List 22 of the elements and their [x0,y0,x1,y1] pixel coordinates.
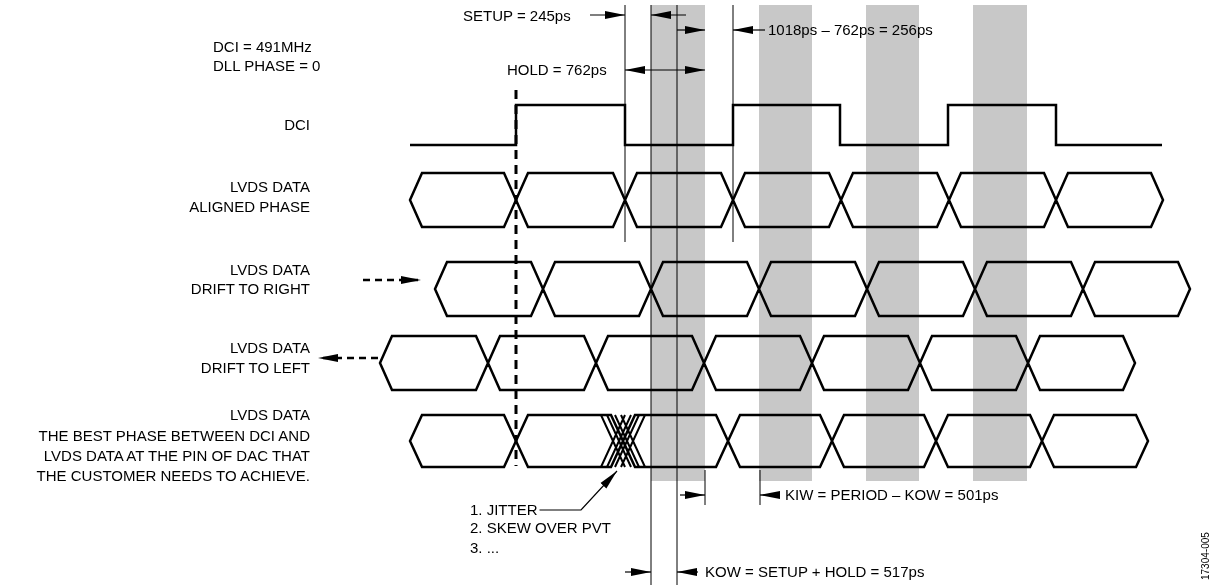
label-text: HOLD = 762ps [507,61,607,79]
label-text: DRIFT TO RIGHT [190,280,310,298]
label-text: 1018ps – 762ps = 256ps [768,21,933,39]
label-text: 3. ... [470,539,500,557]
leader-line [538,470,618,511]
label-text: LVDS DATA [229,339,310,357]
label-text: SETUP = 245ps [463,7,571,25]
label-text: ALIGNED PHASE [189,198,310,216]
label-text: LVDS DATA [229,178,310,196]
figure-number: 17304-005 [1200,532,1212,580]
label-text: DLL PHASE = 0 [213,57,321,75]
label-text: KIW = PERIOD – KOW = 501ps [785,486,999,504]
label-text: 2. SKEW OVER PVT [470,519,611,537]
jitter-crossing-drawing [600,414,646,468]
note-text: THE BEST PHASE BETWEEN DCI AND LVDS DATA AT THE PIN OF DAC THAT THE CUSTOMER NEEDS TO ACHIEVE. [35,426,310,486]
label-text: KOW = SETUP + HOLD = 517ps [705,563,925,581]
label-text: LVDS DATA [229,406,310,424]
label-text: DCI = 491MHz [213,38,312,56]
label-text: DRIFT TO LEFT [200,359,310,377]
label-text: LVDS DATA [229,261,310,279]
callout-text: 1. JITTER [470,501,538,519]
label-text: DCI [284,116,310,134]
